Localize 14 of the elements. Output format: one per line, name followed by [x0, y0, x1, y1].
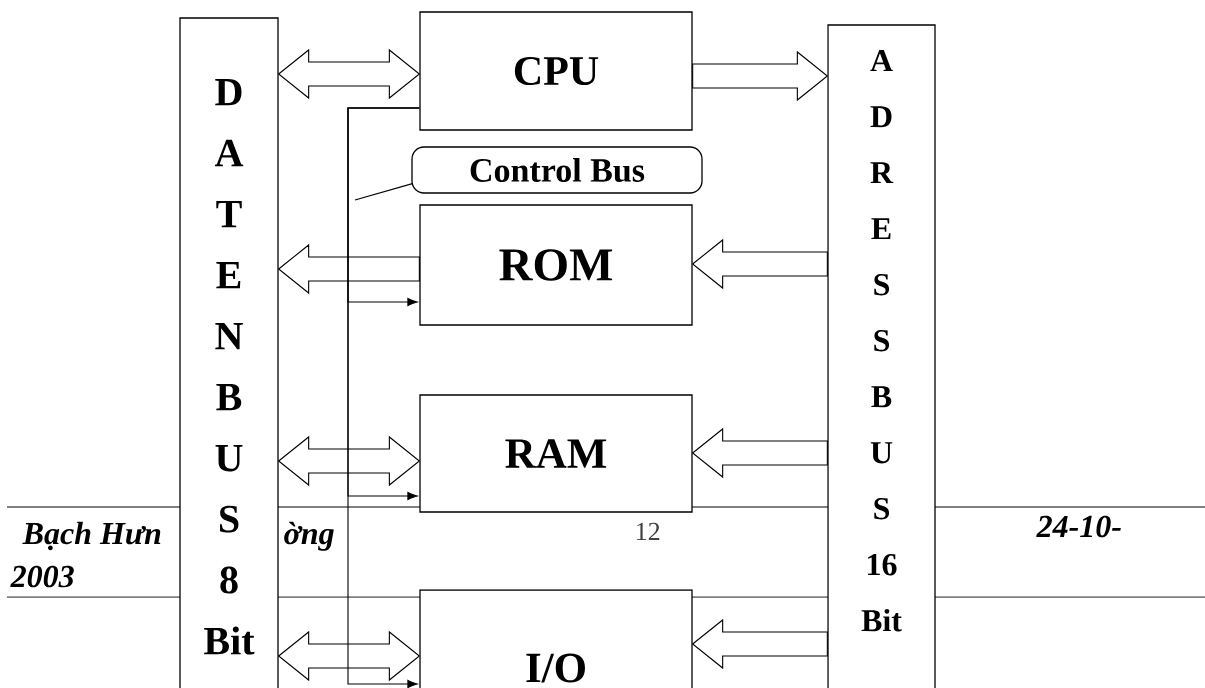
bus-bar: A D R E S S B U S 16 Bit	[827, 24, 936, 688]
process-box: I/O	[419, 589, 693, 688]
process-box: CPU	[419, 11, 693, 131]
process-box: ROM	[419, 204, 693, 326]
page-number: 12	[636, 522, 660, 540]
block-arrow	[692, 50, 829, 102]
callout-bubble: Control Bus	[411, 146, 703, 194]
arrow	[347, 107, 420, 688]
footer-text: ờng	[284, 521, 334, 551]
footer-text: 2003	[10, 565, 74, 588]
footer-text: 24-10-	[1036, 515, 1121, 538]
process-box: RAM	[419, 394, 693, 513]
bus-bar: D A T E N B U S 8 Bit	[179, 17, 279, 688]
leader-line	[354, 183, 413, 201]
